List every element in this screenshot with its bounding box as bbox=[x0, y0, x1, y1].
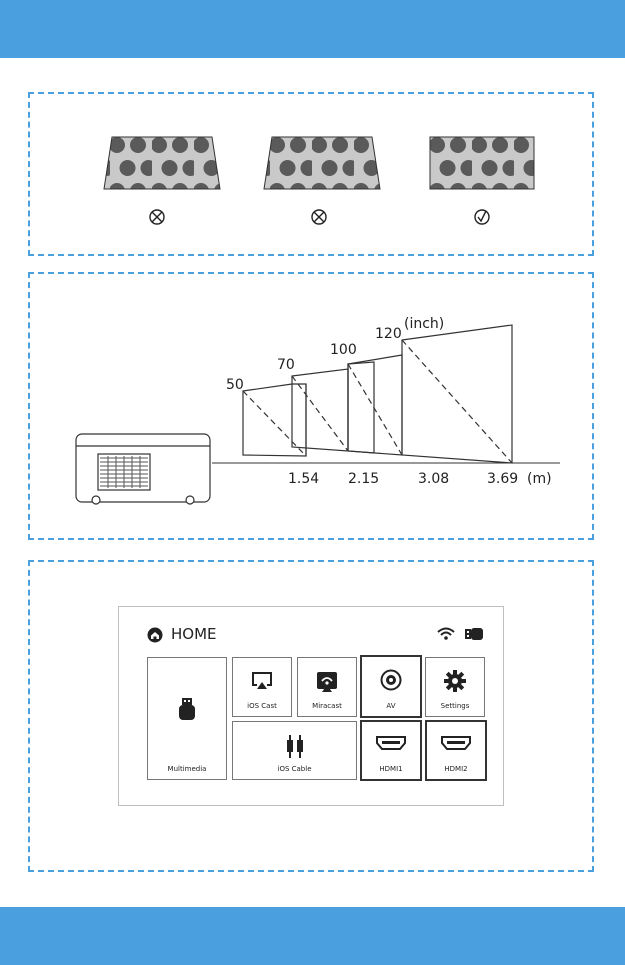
distance-label-2: 2.15 bbox=[348, 471, 379, 487]
footer-band bbox=[0, 907, 625, 965]
ios-cable-tile[interactable]: iOS Cable bbox=[232, 721, 357, 780]
settings-label: Settings bbox=[426, 702, 484, 710]
av-jack-icon bbox=[380, 669, 402, 691]
hdmi2-tile[interactable]: HDMI2 bbox=[425, 720, 487, 781]
hdmi-port-icon bbox=[376, 736, 406, 750]
home-title: HOME bbox=[171, 625, 217, 643]
distance-label-1: 1.54 bbox=[288, 471, 319, 487]
hdmi1-tile[interactable]: HDMI1 bbox=[360, 720, 422, 781]
lightning-cable-icon bbox=[284, 734, 306, 758]
gear-icon bbox=[444, 670, 466, 692]
av-tile[interactable]: AV bbox=[360, 655, 422, 718]
screen-70 bbox=[292, 369, 348, 451]
airplay-icon bbox=[251, 672, 273, 690]
inch-unit-label: (inch) bbox=[404, 316, 444, 332]
size-label-50: 50 bbox=[226, 377, 244, 393]
hdmi-port-icon bbox=[441, 736, 471, 750]
ios-cast-tile[interactable]: iOS Cast bbox=[232, 657, 292, 717]
distance-label-4: 3.69 bbox=[487, 471, 518, 487]
screen-50 bbox=[243, 384, 306, 456]
screen-100 bbox=[348, 362, 374, 453]
av-label: AV bbox=[362, 702, 420, 710]
usb-icon bbox=[179, 698, 195, 720]
miracast-label: Miracast bbox=[298, 702, 356, 710]
usb-drive-icon bbox=[465, 627, 487, 641]
distance-label-3: 3.08 bbox=[418, 471, 449, 487]
hdmi1-label: HDMI1 bbox=[362, 765, 420, 773]
size-label-120: 120 bbox=[375, 326, 402, 342]
multimedia-tile[interactable]: Multimedia bbox=[147, 657, 227, 780]
ios-cast-label: iOS Cast bbox=[233, 702, 291, 710]
home-screen-mockup: HOME Multimedia iOS Cast Mir bbox=[118, 606, 504, 806]
wifi-icon bbox=[437, 627, 455, 641]
meter-unit-label: (m) bbox=[527, 471, 552, 487]
hdmi2-label: HDMI2 bbox=[427, 765, 485, 773]
miracast-tile[interactable]: Miracast bbox=[297, 657, 357, 717]
ios-cable-label: iOS Cable bbox=[233, 765, 356, 773]
miracast-icon bbox=[316, 672, 338, 692]
settings-tile[interactable]: Settings bbox=[425, 657, 485, 717]
screen-100-back bbox=[348, 355, 402, 455]
home-icon bbox=[147, 627, 163, 643]
size-label-100: 100 bbox=[330, 342, 357, 358]
size-label-70: 70 bbox=[277, 357, 295, 373]
multimedia-label: Multimedia bbox=[148, 765, 226, 773]
projector-illustration bbox=[76, 434, 210, 504]
screen-120 bbox=[402, 325, 512, 463]
